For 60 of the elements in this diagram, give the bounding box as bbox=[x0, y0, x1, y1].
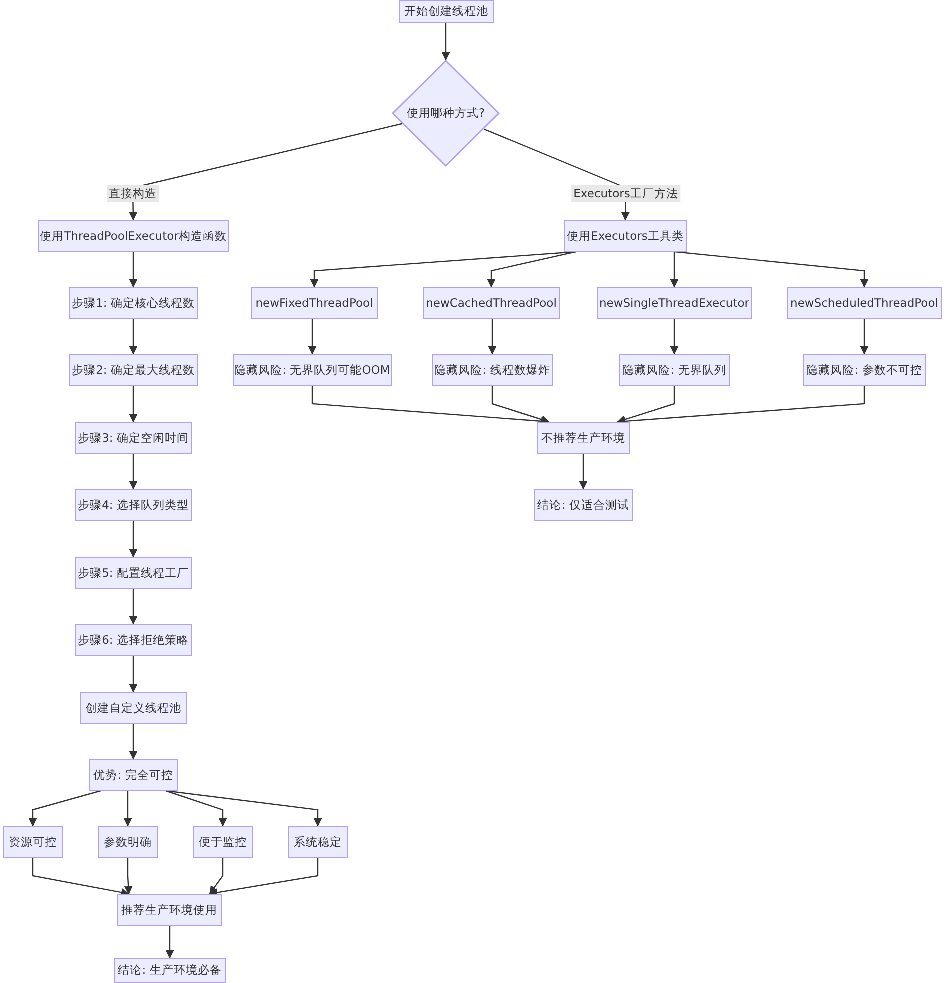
process-box: 结论: 仅适合测试 bbox=[534, 489, 633, 521]
process-box: 优势: 完全可控 bbox=[89, 759, 178, 791]
arrow bbox=[28, 790, 102, 827]
process-box: newScheduledThreadPool bbox=[787, 287, 942, 319]
arrow bbox=[209, 858, 319, 897]
arrow bbox=[166, 926, 174, 959]
process-box: 步骤3: 确定空闲时间 bbox=[75, 422, 192, 454]
arrow bbox=[670, 252, 679, 288]
arrow bbox=[308, 319, 317, 355]
arrow bbox=[129, 521, 138, 558]
arrow bbox=[129, 123, 403, 221]
arrow bbox=[579, 454, 588, 490]
arrow bbox=[670, 319, 679, 355]
process-box: newFixedThreadPool bbox=[251, 287, 378, 319]
arrow bbox=[492, 386, 550, 424]
arrow bbox=[674, 251, 869, 288]
edge-label: Executors工厂方法 bbox=[572, 186, 680, 202]
process-box: 创建自定义线程池 bbox=[80, 692, 187, 724]
process-box: 推荐生产环境使用 bbox=[117, 894, 222, 926]
arrow bbox=[124, 858, 133, 895]
arrow bbox=[860, 319, 869, 355]
process-box: newCachedThreadPool bbox=[423, 287, 560, 319]
process-box: 系统稳定 bbox=[288, 826, 348, 858]
arrow bbox=[129, 454, 138, 490]
process-box: 步骤4: 选择队列类型 bbox=[75, 489, 192, 521]
process-box: 步骤2: 确定最大线程数 bbox=[69, 354, 198, 386]
process-box: 资源可控 bbox=[3, 826, 63, 858]
arrow bbox=[442, 23, 450, 61]
process-box: 隐藏风险: 线程数爆炸 bbox=[432, 354, 553, 386]
arrow bbox=[129, 589, 138, 625]
arrow bbox=[124, 791, 132, 827]
arrow bbox=[166, 790, 228, 827]
process-box: 步骤5: 配置线程工厂 bbox=[75, 557, 192, 589]
process-box: 步骤1: 确定核心线程数 bbox=[69, 287, 198, 319]
arrow bbox=[210, 858, 224, 895]
process-box: 隐藏风险: 无界队列可能OOM bbox=[233, 354, 392, 386]
decision-diamond: 使用哪种方式? bbox=[392, 60, 500, 167]
arrow bbox=[488, 319, 497, 355]
arrow bbox=[166, 790, 322, 827]
process-box: 不推荐生产环境 bbox=[537, 422, 630, 454]
arrow bbox=[487, 251, 576, 288]
process-box: 参数明确 bbox=[98, 826, 158, 858]
process-box: 使用Executors工具类 bbox=[564, 220, 687, 252]
process-box: newSingleThreadExecutor bbox=[597, 287, 752, 319]
process-box: 结论: 生产环境必备 bbox=[114, 958, 226, 983]
arrow bbox=[32, 858, 130, 897]
process-box: 使用ThreadPoolExecutor构造函数 bbox=[38, 220, 229, 252]
process-box: 隐藏风险: 无界队列 bbox=[619, 354, 730, 386]
arrow bbox=[129, 656, 138, 693]
process-box: 步骤6: 选择拒绝策略 bbox=[75, 624, 192, 656]
process-box: 开始创建线程池 bbox=[399, 0, 494, 23]
edge-label: 直接构造 bbox=[107, 186, 159, 202]
arrow bbox=[617, 386, 676, 424]
process-box: 便于监控 bbox=[193, 826, 253, 858]
arrow bbox=[129, 319, 138, 355]
process-box: 隐藏风险: 参数不可控 bbox=[803, 354, 926, 386]
arrow bbox=[129, 252, 138, 288]
arrow bbox=[129, 724, 138, 760]
arrow bbox=[129, 386, 138, 423]
arrow bbox=[484, 128, 630, 221]
